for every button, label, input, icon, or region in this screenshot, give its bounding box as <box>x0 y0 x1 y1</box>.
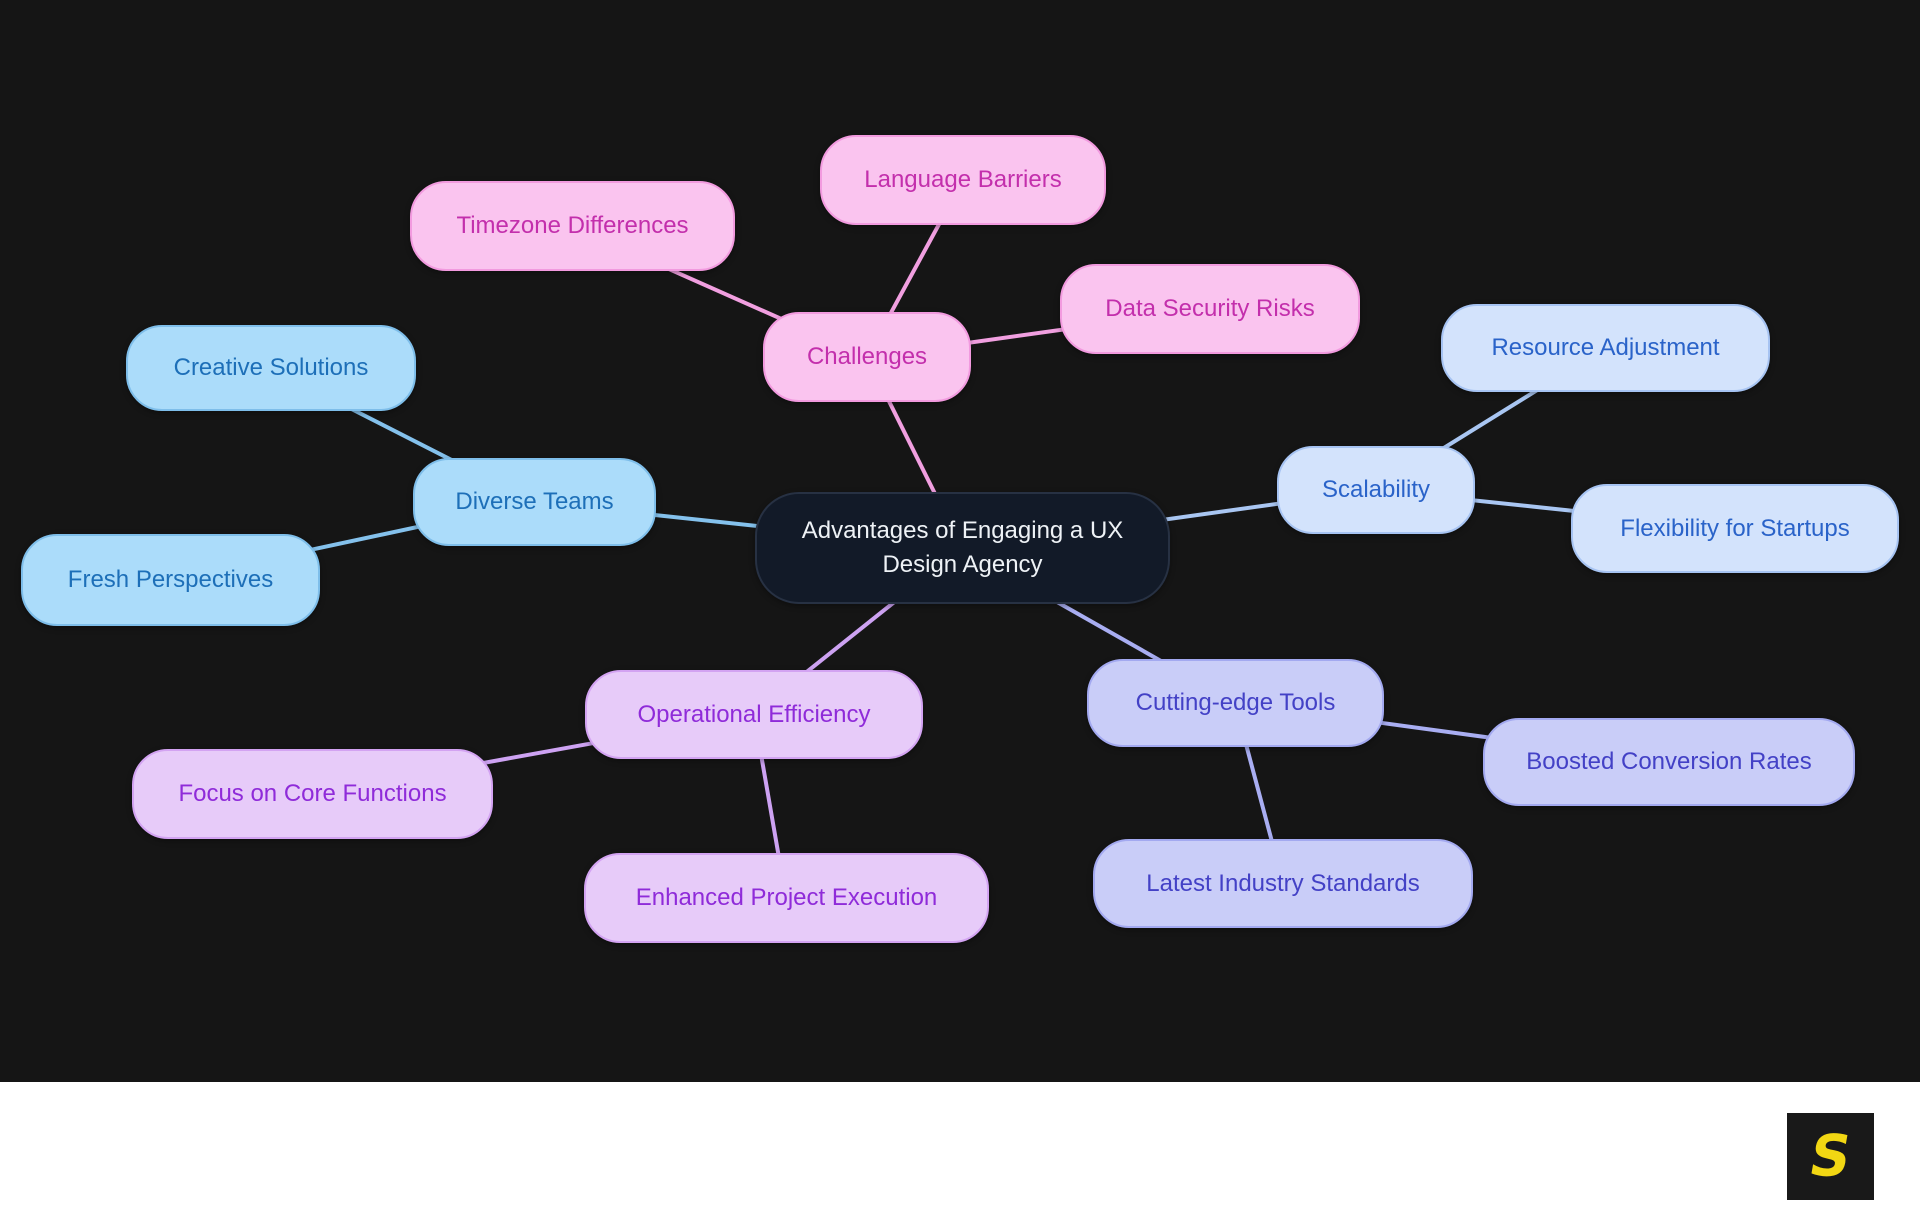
node-language-barriers[interactable]: Language Barriers <box>820 135 1106 225</box>
node-label: Challenges <box>806 343 928 370</box>
node-label: Scalability <box>1321 476 1431 503</box>
node-label: Flexibility for Startups <box>1620 514 1850 542</box>
node-label: Diverse Teams <box>455 488 614 515</box>
node-timezone-differences[interactable]: Timezone Differences <box>410 181 735 271</box>
node-label: Resource Adjustment <box>1491 334 1720 361</box>
mindmap-canvas: Advantages of Engaging a UX Design Agenc… <box>0 0 1920 1082</box>
node-enhanced-project-execution[interactable]: Enhanced Project Execution <box>584 853 989 943</box>
node-challenges[interactable]: Challenges <box>763 312 971 402</box>
node-fresh-perspectives[interactable]: Fresh Perspectives <box>21 534 320 626</box>
node-creative-solutions[interactable]: Creative Solutions <box>126 325 416 411</box>
node-label: Language Barriers <box>864 166 1062 193</box>
central-topic-label: Advantages of Engaging a UX Design Agenc… <box>801 517 1124 578</box>
node-latest-industry-standards[interactable]: Latest Industry Standards <box>1093 839 1473 928</box>
node-resource-adjustment[interactable]: Resource Adjustment <box>1441 304 1770 392</box>
footer-band <box>0 1082 1920 1215</box>
node-boosted-conversion-rates[interactable]: Boosted Conversion Rates <box>1483 718 1855 806</box>
node-diverse-teams[interactable]: Diverse Teams <box>413 458 656 546</box>
node-label: Creative Solutions <box>173 354 369 381</box>
node-label: Cutting-edge Tools <box>1135 689 1336 716</box>
node-label: Timezone Differences <box>456 212 689 239</box>
s-logo-icon: S <box>1804 1122 1857 1190</box>
node-data-security-risks[interactable]: Data Security Risks <box>1060 264 1360 354</box>
node-central-topic[interactable]: Advantages of Engaging a UX Design Agenc… <box>755 492 1170 604</box>
node-operational-efficiency[interactable]: Operational Efficiency <box>585 670 923 759</box>
node-label: Enhanced Project Execution <box>635 884 938 911</box>
node-label: Fresh Perspectives <box>67 566 274 593</box>
node-focus-on-core-functions[interactable]: Focus on Core Functions <box>132 749 493 839</box>
node-flexibility-for-startups[interactable]: Flexibility for Startups <box>1571 484 1899 573</box>
node-label: Data Security Risks <box>1105 295 1315 322</box>
node-label: Latest Industry Standards <box>1146 869 1420 897</box>
node-cutting-edge-tools[interactable]: Cutting-edge Tools <box>1087 659 1384 747</box>
node-label: Boosted Conversion Rates <box>1526 748 1812 775</box>
brand-logo: S <box>1787 1113 1874 1200</box>
node-label: Focus on Core Functions <box>178 780 447 807</box>
node-scalability[interactable]: Scalability <box>1277 446 1475 534</box>
node-label: Operational Efficiency <box>637 700 871 728</box>
